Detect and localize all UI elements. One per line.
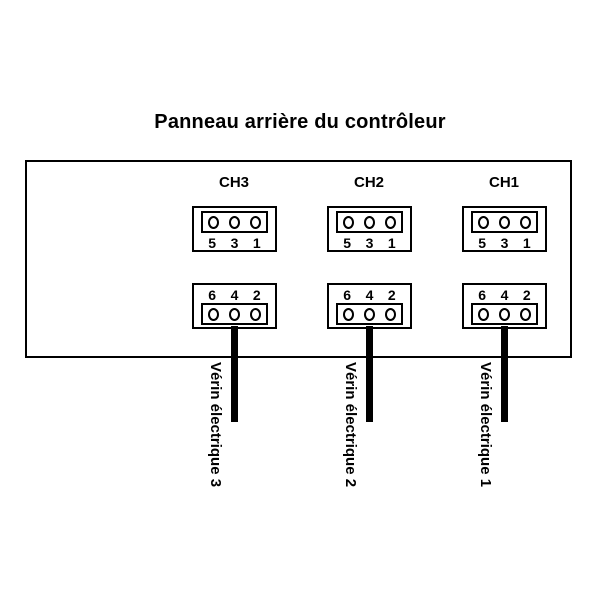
- pin-numbers-ch2-upper: 5 3 1: [336, 234, 403, 251]
- pin-hole: [385, 307, 396, 321]
- pin-numbers-ch3-upper: 5 3 1: [201, 234, 268, 251]
- pin-number: 6: [478, 286, 487, 303]
- pin-hole: [229, 307, 240, 321]
- actuator-label-3: Vérin électrique 3: [207, 362, 224, 488]
- connector-ch2-lower: 6 4 2: [327, 283, 412, 329]
- pin-numbers-ch3-lower: 6 4 2: [201, 286, 268, 303]
- pin-number: 3: [500, 234, 509, 251]
- channel-label-ch3: CH3: [218, 174, 249, 191]
- pin-number: 5: [208, 234, 217, 251]
- pin-number: 1: [252, 234, 261, 251]
- page-title: Panneau arrière du contrôleur: [154, 111, 446, 133]
- pin-hole: [520, 215, 531, 229]
- channel-group-ch2: CH2 5 3 1 6 4 2: [299, 162, 439, 356]
- pin-number: 6: [208, 286, 217, 303]
- pin-numbers-ch1-upper: 5 3 1: [471, 234, 538, 251]
- pin-hole: [478, 215, 489, 229]
- pin-hole: [250, 215, 261, 229]
- pin-number: 1: [387, 234, 396, 251]
- pin-number: 5: [343, 234, 352, 251]
- cable-ch2: [366, 326, 373, 422]
- pin-hole: [478, 307, 489, 321]
- pin-hole: [343, 215, 354, 229]
- pin-hole: [364, 215, 375, 229]
- pin-hole: [499, 215, 510, 229]
- pin-hole: [343, 307, 354, 321]
- pin-hole: [520, 307, 531, 321]
- pin-number: 2: [387, 286, 396, 303]
- pin-number: 4: [230, 286, 239, 303]
- connector-ch1-upper: 5 3 1: [462, 206, 547, 252]
- channel-label-ch2: CH2: [353, 174, 384, 191]
- pin-numbers-ch1-lower: 6 4 2: [471, 286, 538, 303]
- pin-number: 6: [343, 286, 352, 303]
- pin-number: 2: [522, 286, 531, 303]
- pin-hole: [208, 215, 219, 229]
- pin-number: 2: [252, 286, 261, 303]
- pin-number: 4: [500, 286, 509, 303]
- connector-ch3-lower: 6 4 2: [192, 283, 277, 329]
- pin-number: 1: [522, 234, 531, 251]
- channel-group-ch1: CH1 5 3 1 6 4 2: [434, 162, 574, 356]
- pin-box-ch1-upper: [471, 211, 538, 233]
- pin-number: 3: [365, 234, 374, 251]
- pin-number: 3: [230, 234, 239, 251]
- pin-hole: [250, 307, 261, 321]
- actuator-label-2: Vérin électrique 2: [342, 362, 359, 488]
- pin-box-ch2-lower: [336, 303, 403, 325]
- pin-number: 5: [478, 234, 487, 251]
- actuator-label-1: Vérin électrique 1: [477, 362, 494, 488]
- channel-group-ch3: CH3 5 3 1 6 4 2: [164, 162, 304, 356]
- connector-ch3-upper: 5 3 1: [192, 206, 277, 252]
- connector-ch2-upper: 5 3 1: [327, 206, 412, 252]
- pin-number: 4: [365, 286, 374, 303]
- cable-ch3: [231, 326, 238, 422]
- pin-box-ch1-lower: [471, 303, 538, 325]
- pin-box-ch3-lower: [201, 303, 268, 325]
- pin-hole: [499, 307, 510, 321]
- pin-box-ch2-upper: [336, 211, 403, 233]
- cable-ch1: [501, 326, 508, 422]
- pin-hole: [385, 215, 396, 229]
- connector-ch1-lower: 6 4 2: [462, 283, 547, 329]
- pin-numbers-ch2-lower: 6 4 2: [336, 286, 403, 303]
- pin-hole: [364, 307, 375, 321]
- pin-box-ch3-upper: [201, 211, 268, 233]
- pin-hole: [229, 215, 240, 229]
- channel-label-ch1: CH1: [488, 174, 519, 191]
- controller-rear-panel: CH3 5 3 1 6 4 2: [25, 160, 572, 358]
- pin-hole: [208, 307, 219, 321]
